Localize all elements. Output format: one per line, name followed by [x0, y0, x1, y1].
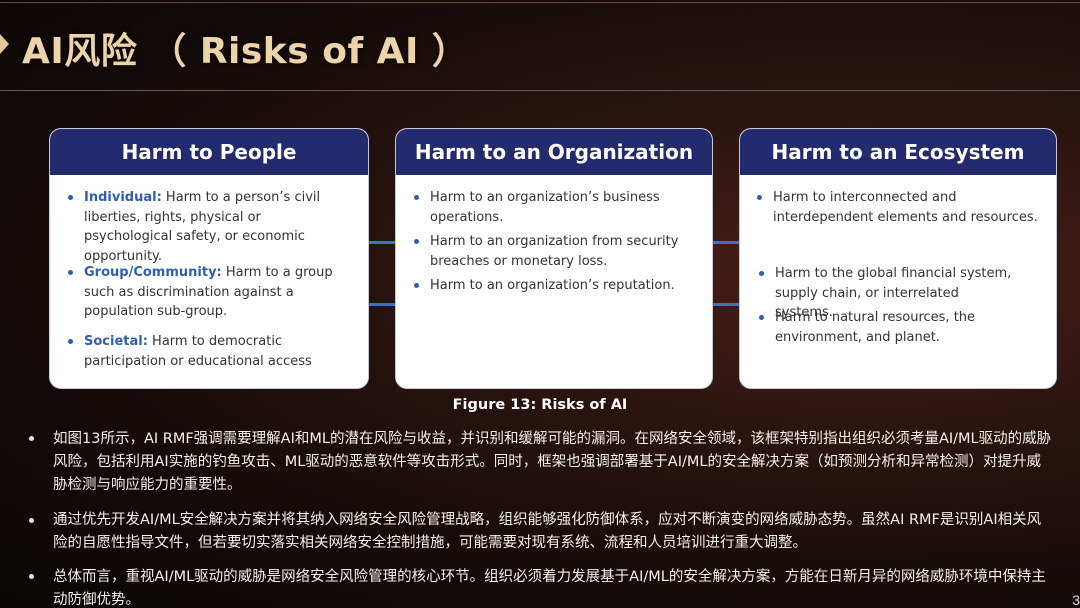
- list-item: Harm to the global financial system, sup…: [759, 264, 1019, 323]
- page-number: 3: [1072, 592, 1080, 608]
- card-harm-to-organization: Harm to an Organization Harm to an organ…: [395, 128, 713, 389]
- body-paragraph: 总体而言，重视AI/ML驱动的威胁是网络安全风险管理的核心环节。组织必须着力发展…: [53, 569, 1046, 608]
- list-item: Harm to an organization from security br…: [414, 232, 696, 271]
- title-arrow-icon: [0, 34, 9, 54]
- bullet-icon: [414, 239, 419, 244]
- item-text: Harm to natural resources, the environme…: [775, 310, 976, 345]
- list-item: Societal: Harm to democratic participati…: [68, 332, 348, 371]
- list-item: Individual: Harm to a person’s civil lib…: [68, 188, 348, 266]
- list-item: Harm to natural resources, the environme…: [759, 308, 999, 347]
- card-title: Harm to an Ecosystem: [740, 129, 1056, 175]
- title-divider: [0, 90, 1080, 91]
- bullet-icon: [757, 195, 762, 200]
- connector-line: [712, 303, 741, 306]
- bullet-icon: [414, 283, 419, 288]
- bullet-icon: [68, 339, 73, 344]
- item-text: Harm to a group such as discrimination a…: [84, 265, 333, 319]
- card-title: Harm to People: [50, 129, 368, 175]
- body-paragraph: 通过优先开发AI/ML安全解决方案并将其纳入网络安全风险管理战略，组织能够强化防…: [53, 512, 1042, 551]
- bullet-icon: [414, 195, 419, 200]
- item-text: Harm to the global financial system, sup…: [775, 266, 1012, 320]
- bullet-icon: [759, 271, 764, 276]
- item-text: Harm to an organization’s business opera…: [430, 190, 660, 225]
- item-term: Group/Community:: [84, 265, 222, 280]
- item-term: Individual:: [84, 190, 162, 205]
- item-text: Harm to an organization from security br…: [430, 234, 679, 269]
- bullet-icon: [29, 518, 34, 523]
- bullet-icon: [29, 436, 34, 441]
- bullet-icon: [68, 195, 73, 200]
- list-item: Harm to an organization’s business opera…: [414, 188, 696, 227]
- list-item: Group/Community: Harm to a group such as…: [68, 263, 350, 322]
- item-text: Harm to an organization’s reputation.: [430, 278, 675, 293]
- card-harm-to-people: Harm to People Individual: Harm to a per…: [49, 128, 369, 389]
- list-item: Harm to interconnected and interdependen…: [757, 188, 1047, 227]
- item-text: Harm to interconnected and interdependen…: [773, 190, 1038, 225]
- card-title: Harm to an Organization: [396, 129, 712, 175]
- item-text: Harm to a person’s civil liberties, righ…: [84, 190, 321, 264]
- connector-line: [368, 303, 397, 306]
- connector-line: [712, 241, 741, 244]
- list-item: Harm to an organization’s reputation.: [414, 276, 696, 296]
- card-harm-to-ecosystem: Harm to an Ecosystem Harm to interconnec…: [739, 128, 1057, 389]
- figure-caption: Figure 13: Risks of AI: [452, 397, 628, 413]
- slide-title: AI风险 （ Risks of AI ）: [22, 31, 469, 72]
- bullet-icon: [68, 270, 73, 275]
- item-text: Harm to democratic participation or educ…: [84, 334, 312, 369]
- item-term: Societal:: [84, 334, 148, 349]
- bullet-icon: [759, 315, 764, 320]
- body-paragraph: 如图13所示，AI RMF强调需要理解AI和ML的潜在风险与收益，并识别和缓解可…: [53, 431, 1052, 493]
- top-divider: [0, 2, 1080, 3]
- connector-line: [368, 241, 397, 244]
- bullet-icon: [29, 574, 34, 579]
